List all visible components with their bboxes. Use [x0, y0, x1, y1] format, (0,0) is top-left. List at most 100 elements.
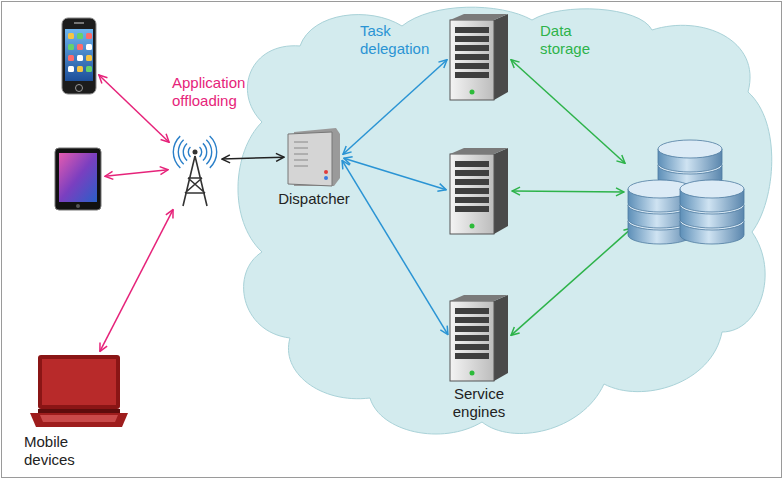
database-icon-art	[628, 140, 746, 244]
laptop-hinge	[38, 409, 120, 413]
laptop-screen	[42, 359, 116, 405]
drive-bay	[455, 335, 489, 341]
antenna-tower	[172, 128, 218, 206]
laptop-icon: Mobile devices	[30, 355, 128, 429]
radio-wave	[206, 139, 213, 165]
tower-drawing	[173, 135, 218, 206]
server-drawing	[450, 148, 508, 234]
app-icon	[68, 44, 74, 50]
status-light	[470, 371, 475, 376]
smartphone-icon-art	[62, 18, 96, 94]
drive-bay	[455, 188, 489, 194]
radio-wave	[209, 135, 217, 168]
drive-bay	[455, 72, 489, 78]
connector-arrow	[344, 158, 446, 190]
laptop-base	[30, 413, 128, 427]
status-light	[470, 224, 475, 229]
connector-arrow	[342, 160, 448, 334]
radio-wave	[199, 147, 202, 158]
drive-bay	[455, 179, 489, 185]
app-icon	[86, 33, 92, 39]
connector-arrow	[100, 210, 173, 352]
connector-arrow	[99, 75, 169, 142]
connector-arrow	[512, 190, 624, 192]
app-icon	[77, 55, 83, 61]
connector-arrow	[343, 60, 447, 155]
drive-bay	[455, 170, 489, 176]
disk-top	[680, 180, 744, 198]
radio-wave	[183, 143, 188, 161]
service-engine-art	[450, 295, 508, 381]
edge-label: Application offloading	[172, 74, 267, 110]
server-front	[288, 132, 332, 186]
app-icon	[68, 55, 74, 61]
drive-bay	[455, 63, 489, 69]
service-engine	[450, 148, 508, 234]
drive-bay	[455, 326, 489, 332]
vent	[294, 154, 308, 155]
radio-wave	[173, 136, 181, 169]
radio-wave	[202, 143, 207, 161]
service-engine-art	[450, 14, 508, 100]
status-light	[324, 170, 328, 174]
drive-bay	[455, 353, 489, 359]
drive-bay	[455, 317, 489, 323]
antenna-tip	[193, 150, 198, 155]
antenna-tower-art	[172, 128, 218, 206]
dispatcher-server-art	[288, 128, 340, 186]
drive-bay	[455, 27, 489, 33]
service-engine-art	[450, 148, 508, 234]
app-icon	[68, 66, 74, 72]
db-drawing	[628, 140, 744, 244]
server-front	[450, 154, 494, 234]
cloud	[238, 7, 772, 434]
connector-arrow	[105, 170, 168, 176]
server-side	[494, 148, 508, 234]
app-icon	[77, 66, 83, 72]
vent	[294, 142, 308, 143]
dispatcher-server: Dispatcher	[288, 128, 340, 186]
app-icon	[86, 66, 92, 72]
tablet-icon	[55, 148, 101, 210]
drive-bay	[455, 344, 489, 350]
tablet-icon-art	[55, 148, 101, 210]
drive-bay	[455, 36, 489, 42]
home-button	[76, 204, 80, 208]
server-side	[494, 295, 508, 381]
edge-label: Data storage	[540, 22, 610, 58]
phone-body	[62, 18, 96, 94]
status-light	[470, 90, 475, 95]
connector-arrow	[511, 60, 625, 164]
server-drawing	[450, 14, 508, 100]
vent	[294, 148, 308, 149]
phone-screen	[65, 29, 93, 81]
node-label: Dispatcher	[254, 190, 374, 208]
node-label: Mobile devices	[24, 433, 94, 469]
connector-arrow	[222, 157, 284, 159]
server-top	[450, 295, 508, 301]
phone-drawing	[62, 18, 96, 94]
drive-bay	[455, 206, 489, 212]
app-icon	[77, 44, 83, 50]
disk-stack	[680, 180, 744, 244]
server-top	[450, 14, 508, 20]
laptop-drawing	[30, 355, 128, 427]
tablet-body	[55, 148, 101, 210]
server-drawing	[450, 295, 508, 381]
dispatcher-drawing	[288, 128, 340, 186]
app-icon	[86, 44, 92, 50]
laptop-icon-art	[30, 355, 128, 429]
tablet-screen	[59, 153, 97, 202]
database-icon	[628, 140, 746, 244]
radio-wave	[188, 147, 191, 158]
node-label: Service engines	[439, 385, 519, 421]
smartphone-icon	[62, 18, 96, 94]
drive-bay	[455, 197, 489, 203]
app-icon	[68, 33, 74, 39]
app-icon	[77, 33, 83, 39]
app-icon	[86, 55, 92, 61]
edge-label: Task delegation	[360, 22, 430, 58]
drive-bay	[455, 54, 489, 60]
